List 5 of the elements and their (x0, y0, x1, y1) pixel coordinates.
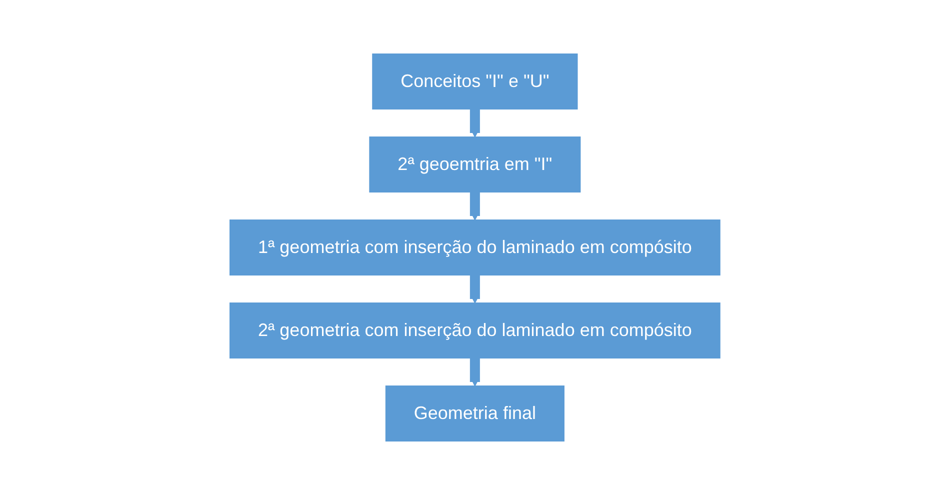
node-box: Geometria final (385, 386, 565, 442)
node-box: 2ª geometria com inserção do laminado em compósito (230, 302, 720, 358)
node-box: 1ª geometria com inserção do laminado em compósito (230, 220, 720, 276)
node-box: Conceitos "I" e "U" (372, 54, 578, 110)
node-box: 2ª geoemtria em "I" (369, 136, 581, 192)
